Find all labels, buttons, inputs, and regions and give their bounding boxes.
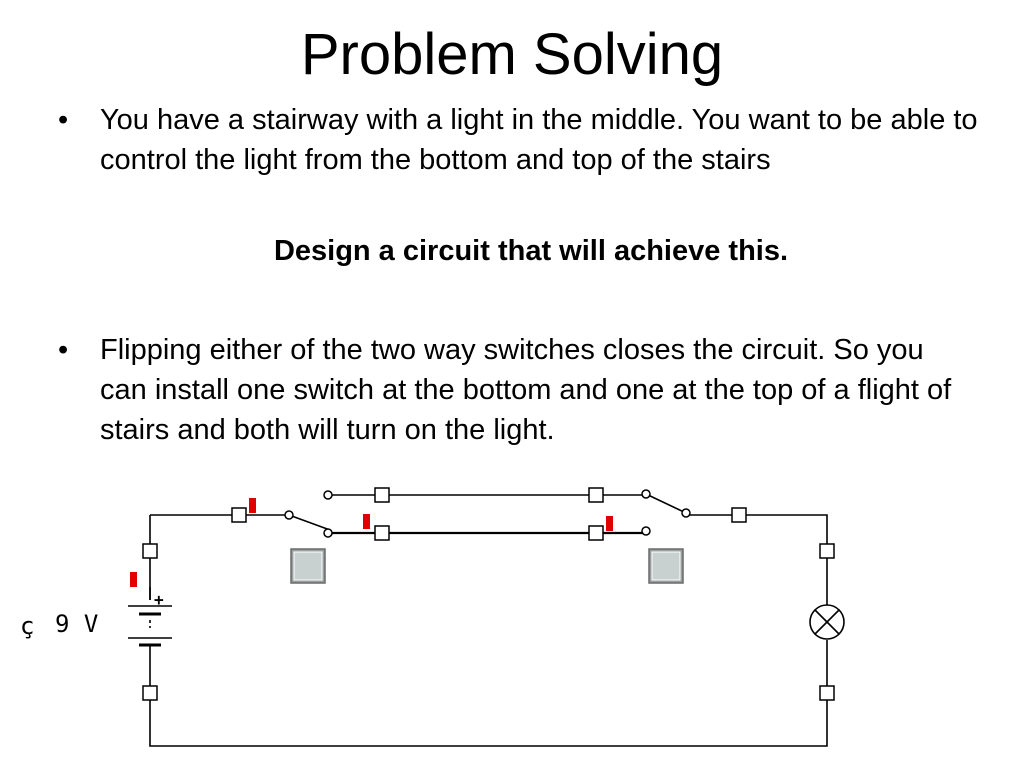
junction-node [588, 525, 604, 541]
battery-plus-sign: + [154, 590, 164, 609]
slide-title: Problem Solving [300, 22, 724, 87]
junction-node [374, 487, 390, 503]
switch-toggle-left[interactable] [290, 548, 326, 584]
battery-icon [128, 587, 172, 647]
junction-node [731, 507, 747, 523]
battery-voltage-label: 9 V [55, 610, 98, 638]
wire-right-upper [686, 514, 828, 605]
junction-node [588, 487, 604, 503]
current-marker [606, 516, 613, 531]
wire-left-lower [149, 640, 828, 747]
current-marker [363, 514, 370, 529]
bullet-marker: • [58, 104, 69, 136]
switch-terminal [284, 510, 294, 520]
junction-node [231, 507, 247, 523]
junction-node [819, 543, 835, 559]
switch-terminals [284, 489, 691, 538]
switch-terminal [641, 489, 651, 499]
circuit-wires [149, 493, 828, 747]
bullet-text: You have a stairway with a light in the … [100, 104, 978, 176]
emphasis-text: Design a circuit that will achieve this. [273, 235, 789, 267]
junction-node [819, 685, 835, 701]
battery-clip-label: ç [20, 612, 34, 640]
switch-terminal [681, 508, 691, 518]
switch-terminal [323, 528, 333, 538]
current-markers [130, 498, 613, 587]
bullet-item: • You have a stairway with a light in th… [58, 100, 978, 180]
switch-toggle-right[interactable] [648, 548, 684, 584]
current-marker [249, 498, 256, 513]
bullet-marker: • [58, 334, 69, 366]
switch-left-blade [288, 514, 331, 531]
switch-right-blade [645, 493, 687, 514]
switch-terminal [641, 526, 651, 536]
junction-node [374, 525, 390, 541]
current-marker [130, 572, 137, 587]
junction-nodes [142, 487, 835, 701]
circuit-diagram: + 9 V ç [20, 487, 845, 747]
switch-terminal [323, 490, 333, 500]
bullet-text: Flipping either of the two way switches … [100, 334, 952, 446]
junction-node [142, 685, 158, 701]
junction-node [142, 543, 158, 559]
lamp-icon [809, 604, 845, 640]
bullet-item: • Flipping either of the two way switche… [58, 330, 978, 450]
